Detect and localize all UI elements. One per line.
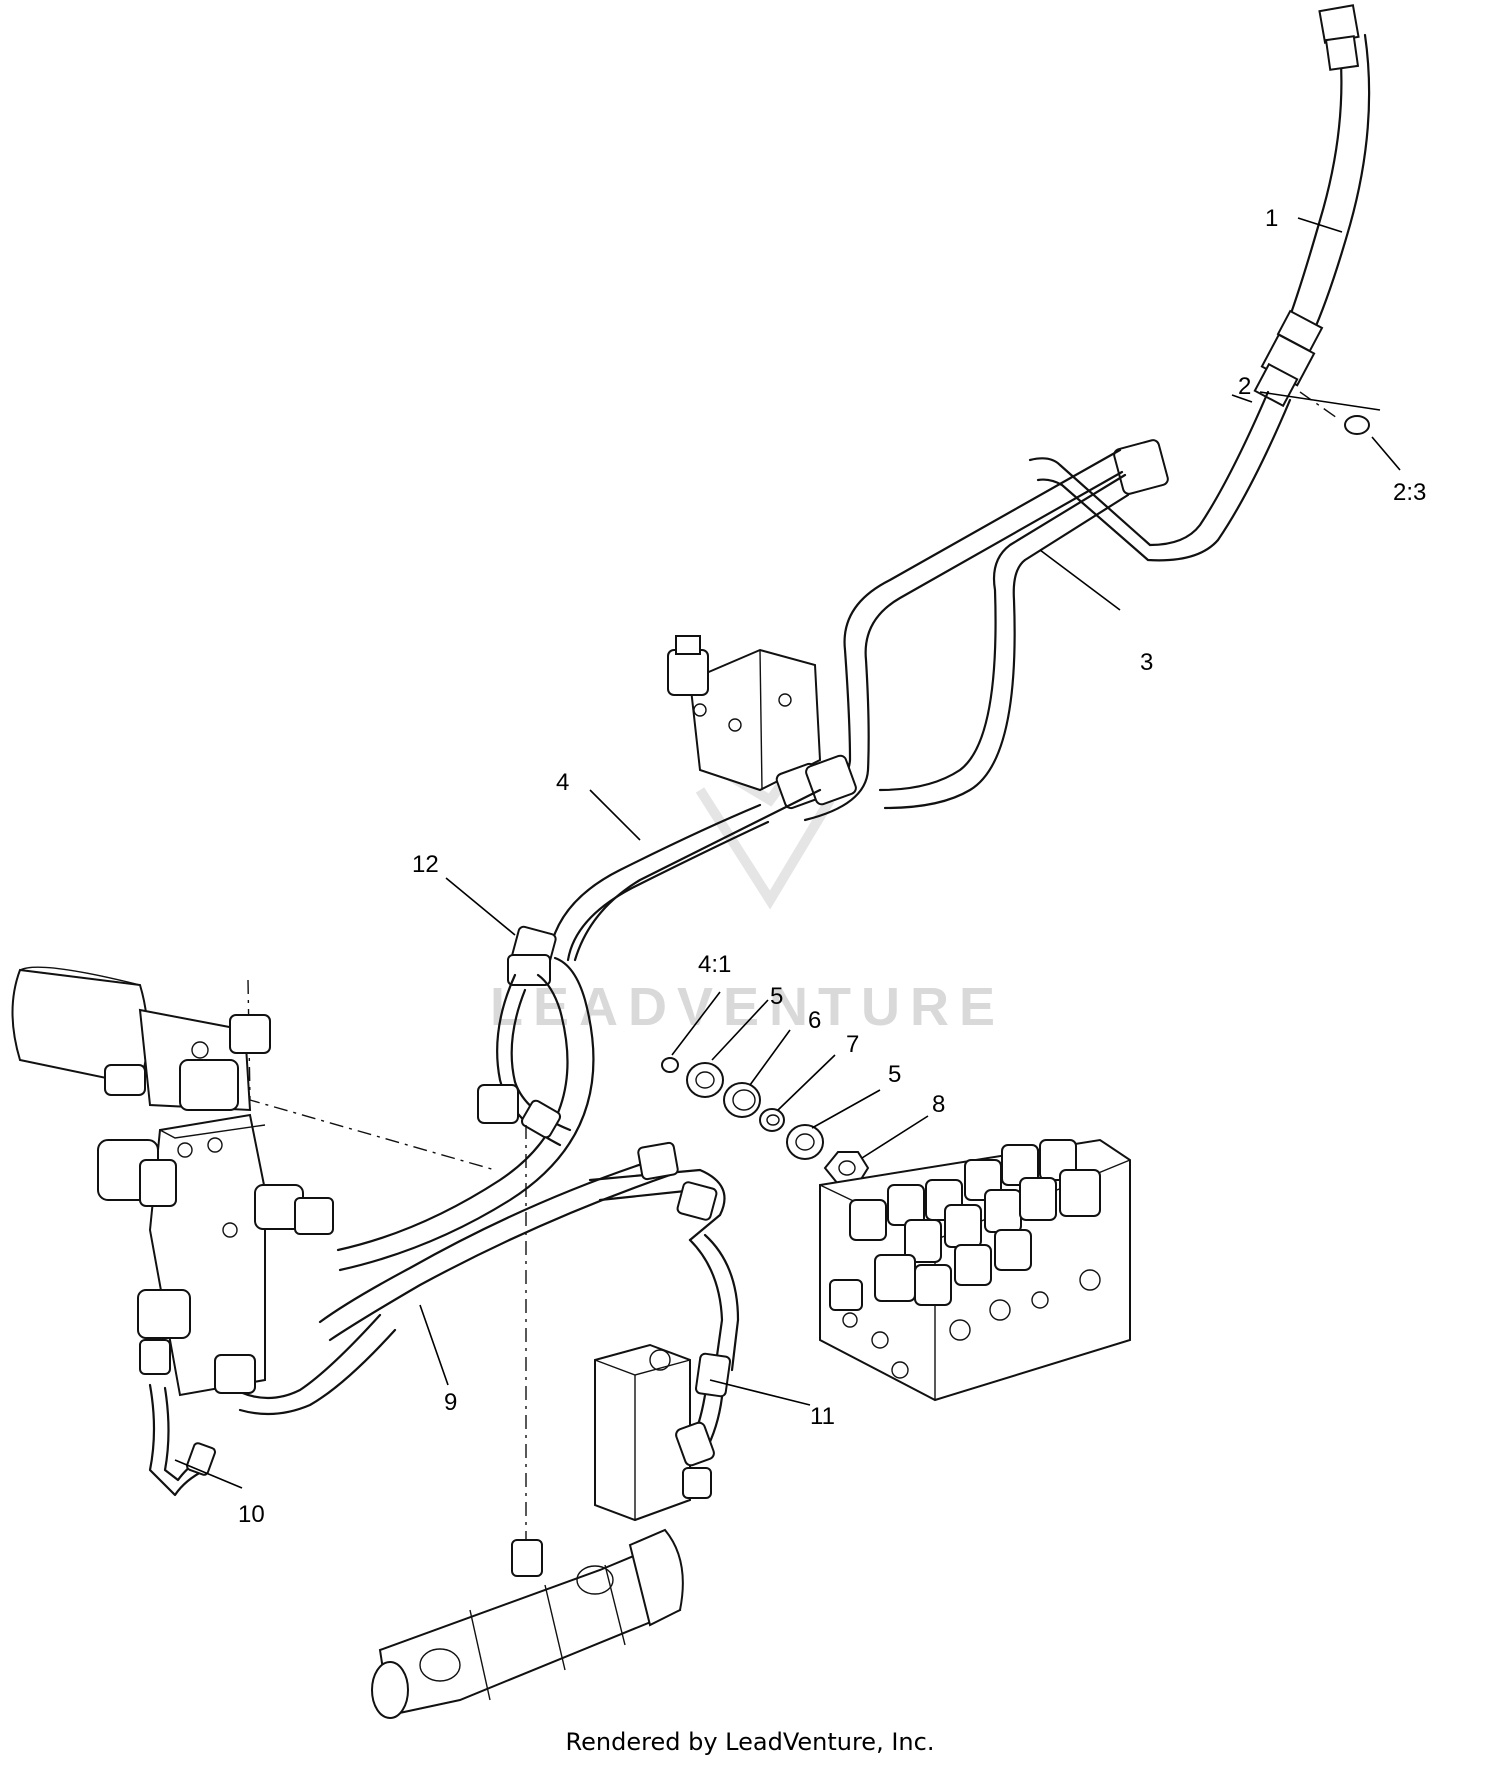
leader-lines (174, 217, 1401, 1489)
footer-credit: Rendered by LeadVenture, Inc. (565, 1728, 935, 1756)
hydraulic-pump (371, 1125, 684, 1719)
callouts: 1 2 2:3 3 4 12 4:1 5 6 7 5 8 9 10 11 (238, 205, 1426, 1528)
callout-3: 3 (1140, 649, 1153, 676)
washer-5-b (786, 1124, 824, 1160)
valve-block-upper (667, 635, 857, 810)
callout-5-b: 5 (888, 1061, 901, 1088)
callout-7: 7 (846, 1031, 859, 1058)
filter-assembly (11, 966, 271, 1112)
hose-10 (148, 1383, 216, 1497)
main-valve-manifold (819, 1138, 1131, 1402)
tube-3 (798, 439, 1169, 822)
callout-4-1: 4:1 (698, 951, 731, 978)
callout-12: 12 (412, 851, 439, 878)
hose-1 (1276, 4, 1371, 353)
washer-5-a (686, 1062, 724, 1098)
callout-8: 8 (932, 1091, 945, 1118)
callout-2-3: 2:3 (1393, 479, 1426, 506)
callout-2: 2 (1238, 373, 1251, 400)
callout-6: 6 (808, 1007, 821, 1034)
seal-7 (759, 1108, 785, 1132)
callout-5-a: 5 (770, 983, 783, 1010)
callout-11: 11 (810, 1403, 835, 1430)
tube-4 (548, 788, 822, 962)
callout-10: 10 (238, 1501, 265, 1528)
o-ring-4-1 (661, 1057, 679, 1073)
junction-fittings (637, 1141, 740, 1372)
nut-8 (823, 1151, 870, 1185)
callout-1: 1 (1265, 205, 1278, 232)
watermark-text: LEADVENTURE (490, 977, 1005, 1037)
callout-9: 9 (444, 1389, 457, 1416)
valve-block-small (594, 1343, 715, 1522)
seal-6 (723, 1082, 761, 1118)
o-ring-2-3 (1344, 415, 1370, 435)
callout-4: 4 (556, 769, 569, 796)
valve-block-left (97, 1113, 334, 1397)
